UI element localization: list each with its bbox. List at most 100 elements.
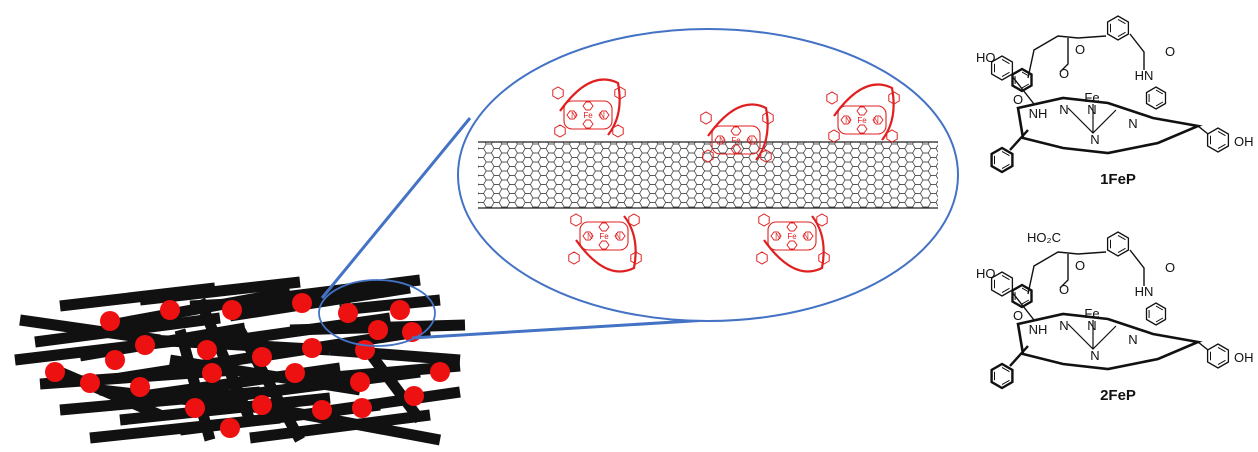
amide-link <box>1129 249 1145 286</box>
aromatic-bond <box>1210 130 1226 150</box>
benzene-ring <box>990 146 1014 174</box>
aromatic-bond <box>1210 346 1226 366</box>
porphyrin-n-label: N <box>615 232 621 241</box>
phenyl-ring <box>816 213 828 227</box>
porphyrin-n-label: N <box>571 111 577 120</box>
porphyrin-n-label: N <box>747 136 753 145</box>
zoom-line-bottom <box>411 318 709 340</box>
pyrrole-ring <box>598 240 610 250</box>
phenyl-ring <box>630 251 642 265</box>
phenyl-ring <box>570 213 582 227</box>
porphyrin-dot <box>302 338 322 358</box>
nanotube-rod <box>149 362 341 401</box>
pyrrole-ring <box>730 126 742 136</box>
aromatic-bond <box>1110 234 1126 254</box>
phenyl-ring <box>756 251 768 265</box>
phenol-link <box>1197 125 1209 135</box>
porphyrin-dot <box>202 363 222 383</box>
porphyrin-dot <box>105 350 125 370</box>
porphyrin-n-label: N <box>599 111 605 120</box>
porphyrin-dot <box>222 300 242 320</box>
porphyrin-dot <box>100 311 120 331</box>
compound-name: 1FeP <box>1100 171 1136 188</box>
pyrrole-ring <box>582 101 594 111</box>
nanotube-bundle <box>14 274 466 446</box>
amide-o-label: O <box>1013 308 1023 323</box>
nanotube-rod <box>194 297 256 423</box>
ester-o-label: O <box>1059 282 1069 297</box>
aromatic-bond <box>1148 89 1164 107</box>
chemical-structures: OHNOOFeNNNNNHOHOOH1FePOHNOOHO₂CFeNNNNNHO… <box>976 15 1254 404</box>
porphyrin-n-label: N <box>719 136 725 145</box>
pyrrole-ring <box>730 144 742 154</box>
nitrogen-label: N <box>1128 332 1137 347</box>
ester-carbonyl-o-label: O <box>1075 258 1085 273</box>
porphyrin-n-label: N <box>587 232 593 241</box>
hydroxyl-label-right: OH <box>1234 134 1254 149</box>
strap-chain <box>1027 35 1107 79</box>
nanotube-rod <box>249 324 431 364</box>
porphyrin-dot <box>252 347 272 367</box>
porphyrin-molecule: N Fe N <box>756 213 830 273</box>
porphyrin-macrocycle <box>837 105 887 135</box>
nitrogen-label: N <box>1059 318 1068 333</box>
porphyrin-dot <box>252 395 272 415</box>
porphyrin-macrocycle <box>711 125 761 155</box>
nitrogen-label: N <box>1090 348 1099 363</box>
pyrrole-ring <box>566 110 578 120</box>
ester-link <box>1059 38 1069 73</box>
pyrrole-ring <box>598 110 610 120</box>
carboxylic-acid-label: HO₂C <box>1027 230 1061 245</box>
porphyrin-dot <box>430 362 450 382</box>
benzene-ring <box>990 362 1014 390</box>
benzene-ring <box>1145 302 1167 326</box>
amide-o-label: O <box>1013 92 1023 107</box>
porphyrin-dot <box>355 340 375 360</box>
aromatic-bond <box>994 58 1010 78</box>
nanotube-rod <box>278 404 442 446</box>
phenyl-ring <box>758 213 770 227</box>
nh-label: NH <box>1029 322 1048 337</box>
nanotube-lattice <box>478 142 938 208</box>
porphyrin-strap <box>575 215 637 273</box>
porphyrin-fe-label: Fe <box>857 116 867 125</box>
nanotube-rod <box>174 328 216 442</box>
porphyrin-strap <box>559 78 621 136</box>
pyrrole-ring <box>614 231 626 241</box>
porphyrin-fe-label: Fe <box>731 136 741 145</box>
pyrrole-ring <box>872 115 884 125</box>
zoom-source-ellipse <box>318 279 436 347</box>
porphyrin-fe-label: Fe <box>787 232 797 241</box>
porphyrin-n-label: N <box>873 116 879 125</box>
porphyrin-strap <box>833 83 895 141</box>
porphyrin-strap <box>763 215 825 273</box>
benzene-ring <box>1011 283 1033 309</box>
porphyrin-n-label: N <box>803 232 809 241</box>
porphyrin-n-label: N <box>775 232 781 241</box>
phenyl-ring <box>628 213 640 227</box>
fe-n-bonds <box>1067 320 1117 350</box>
benzene-ring <box>990 271 1014 297</box>
pyrrole-ring <box>802 231 814 241</box>
nitrogen-label: N <box>1087 318 1096 333</box>
pyrrole-ring <box>582 231 594 241</box>
nanotube-rod <box>259 274 421 306</box>
nanotube-rod <box>19 314 161 346</box>
hydroxyl-label-right: OH <box>1234 350 1254 365</box>
porphyrin-dot <box>312 400 332 420</box>
porphyrin-dot <box>368 320 388 340</box>
aromatic-bond <box>1148 305 1164 323</box>
porphyrin-macrocycle <box>563 100 613 130</box>
phenyl-ring <box>552 86 564 100</box>
benzene-ring <box>1106 15 1130 41</box>
compound-name: 2FeP <box>1100 387 1136 404</box>
hydroxyl-label-left: HO <box>976 266 996 281</box>
zoom-line-top <box>320 117 472 299</box>
aromatic-bond <box>994 366 1010 386</box>
pyrrole-ring <box>856 124 868 134</box>
